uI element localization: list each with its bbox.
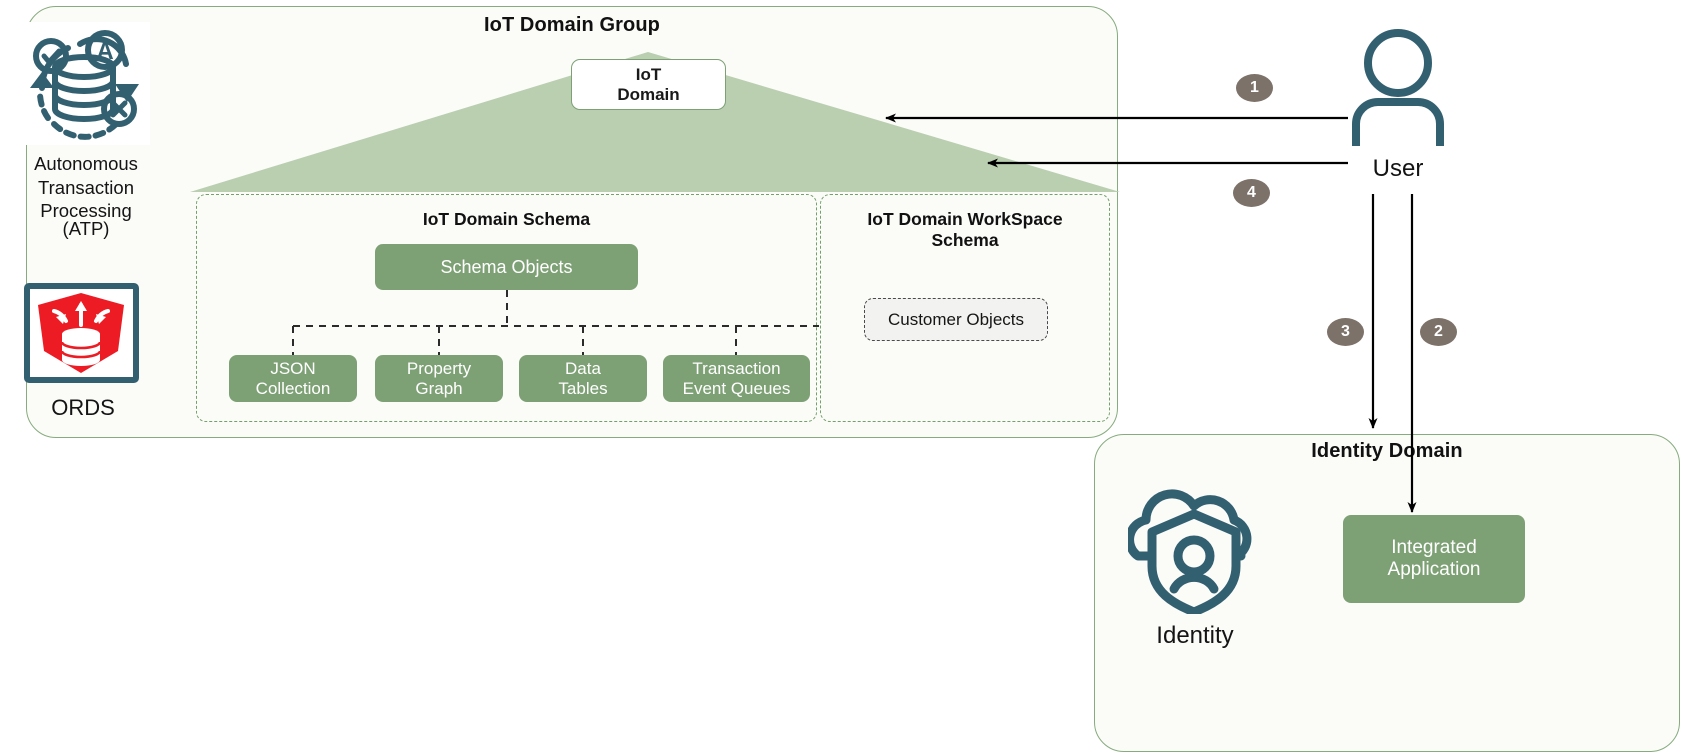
iot-domain-roof-triangle [190, 52, 1120, 192]
flow-badge-2: 2 [1420, 318, 1457, 346]
identity-cloud-shield-person-icon [1128, 489, 1252, 614]
identity-domain-title: Identity Domain [1311, 440, 1463, 462]
flow-badge-4: 4 [1233, 179, 1270, 207]
schema-objects-box[interactable]: Schema Objects [375, 244, 638, 290]
atp-label-line1: Autonomous [34, 153, 138, 174]
json-collection-line2: Collection [255, 378, 331, 398]
transaction-event-queues-line2: Event Queues [682, 378, 791, 398]
autonomous-database-icon: A [22, 22, 150, 145]
workspace-title-line1: IoT Domain WorkSpace [867, 209, 1063, 229]
json-collection-box[interactable]: JSON Collection [229, 355, 357, 402]
identity-label: Identity [1156, 622, 1234, 649]
iot-domain-group-title: IoT Domain Group [483, 14, 661, 36]
customer-objects-label: Customer Objects [887, 309, 1025, 329]
data-tables-line2: Tables [558, 378, 608, 398]
json-collection-line1: JSON [270, 359, 316, 379]
user-label: User [1372, 155, 1424, 182]
iot-domain-workspace-schema-region [820, 194, 1110, 422]
iot-domain-workspace-schema-title: IoT Domain WorkSpace Schema [826, 209, 1104, 252]
atp-label-line3: Processing [40, 200, 132, 222]
integrated-application-line2: Application [1387, 559, 1481, 580]
data-tables-box[interactable]: Data Tables [519, 355, 647, 402]
transaction-event-queues-line1: Transaction [692, 359, 781, 379]
transaction-event-queues-box[interactable]: Transaction Event Queues [663, 355, 810, 402]
ords-icon-frame [24, 283, 139, 383]
data-tables-line1: Data [565, 359, 601, 379]
user-person-icon [1352, 29, 1444, 146]
property-graph-line1: Property [406, 359, 472, 379]
iot-domain-schema-title: IoT Domain Schema [422, 209, 591, 229]
atp-label-line2: Transaction [38, 176, 134, 198]
flow-badge-3: 3 [1327, 318, 1364, 346]
iot-domain-box-line1: IoT [635, 65, 662, 85]
atp-label: Autonomous Transaction Processing [8, 152, 164, 223]
flow-badge-1: 1 [1236, 74, 1273, 102]
workspace-title-line2: Schema [931, 230, 999, 251]
ords-label: ORDS [51, 395, 115, 420]
integrated-application-box[interactable]: Integrated Application [1343, 515, 1525, 603]
iot-domain-schema-region [196, 194, 817, 422]
atp-abbreviation: (ATP) [62, 218, 110, 239]
property-graph-line2: Graph [415, 378, 463, 398]
ords-shield-database-icon [38, 293, 124, 373]
schema-tree-connectors [292, 290, 819, 355]
schema-objects-label: Schema Objects [440, 256, 573, 277]
property-graph-box[interactable]: Property Graph [375, 355, 503, 402]
integrated-application-line1: Integrated [1391, 537, 1477, 559]
customer-objects-box[interactable]: Customer Objects [864, 298, 1048, 341]
iot-domain-box[interactable]: IoT Domain [571, 59, 726, 110]
iot-domain-box-line2: Domain [617, 84, 680, 104]
